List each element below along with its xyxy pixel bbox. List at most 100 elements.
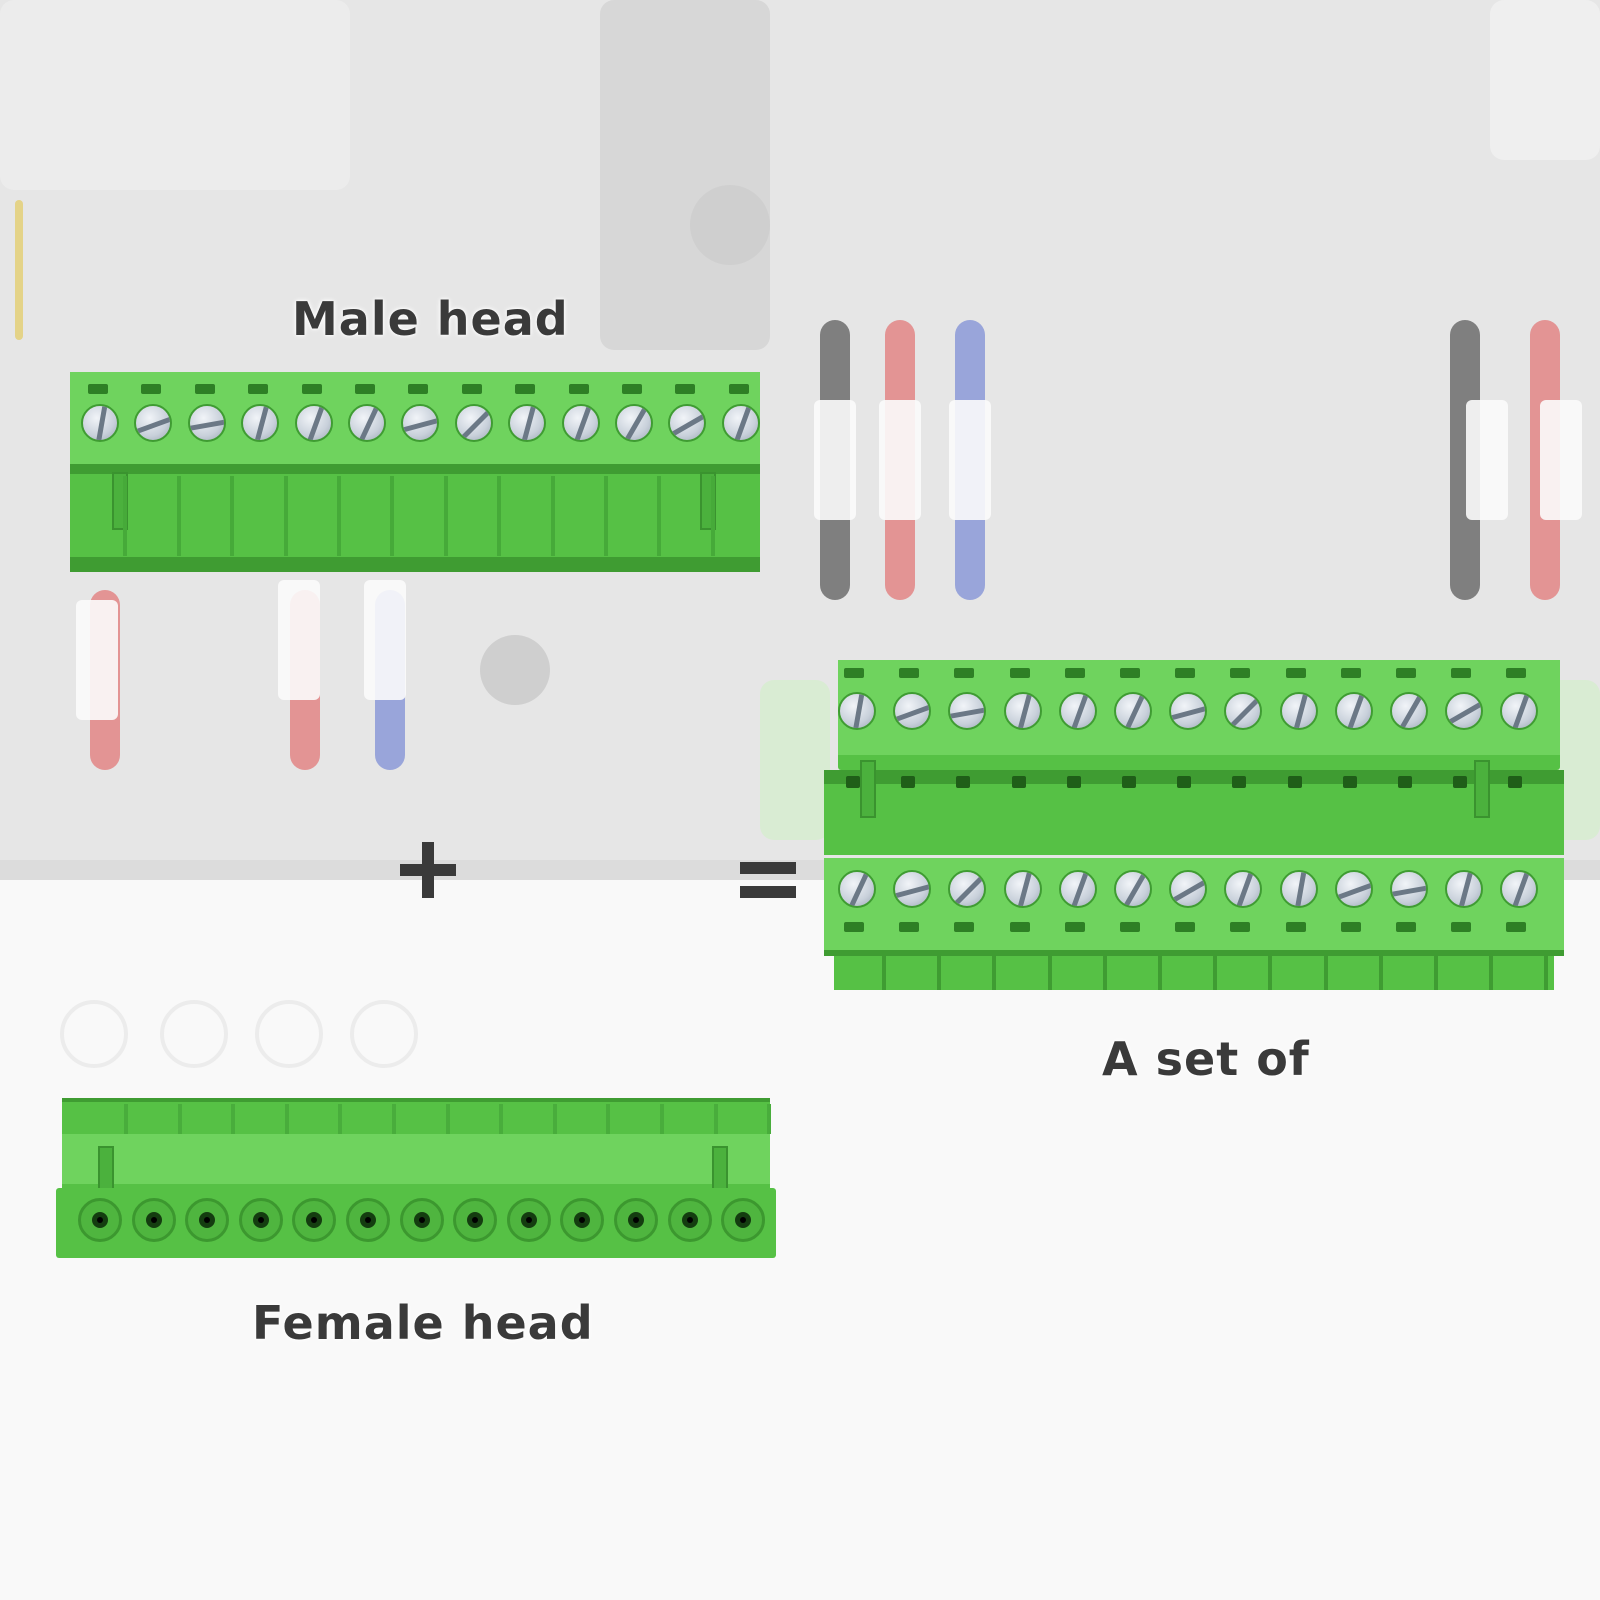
- terminal-slot: [1122, 776, 1136, 788]
- terminal-notch: [1120, 668, 1140, 678]
- terminal-rib: [497, 476, 502, 556]
- terminal-notch: [194, 384, 215, 394]
- terminal-ridge: [445, 1104, 450, 1134]
- screw-icon: [401, 404, 440, 442]
- terminal-notch: [1506, 922, 1527, 932]
- screw-icon: [1445, 870, 1484, 908]
- terminal-rib: [230, 476, 235, 556]
- screw-icon: [838, 870, 876, 908]
- terminal-rib: [1268, 956, 1273, 990]
- screw-icon: [81, 404, 119, 442]
- background-wire-sleeve: [949, 400, 991, 520]
- terminal-slot: [1066, 776, 1081, 788]
- terminal-rib: [1102, 956, 1107, 990]
- screw-icon: [561, 404, 600, 442]
- screw-icon: [1500, 692, 1539, 730]
- terminal-notch: [899, 922, 920, 932]
- male-head-label: Male head: [292, 292, 569, 346]
- terminal-ridge: [552, 1104, 557, 1134]
- terminal-notch: [248, 384, 269, 394]
- terminal-notch: [1285, 668, 1306, 678]
- terminal-slot: [846, 776, 860, 788]
- terminal-rib: [1323, 956, 1328, 990]
- female-head-terminal-block: [56, 1098, 776, 1260]
- screw-icon: [508, 404, 547, 442]
- assembled-terminal-set: [824, 660, 1564, 990]
- terminal-rib: [604, 476, 608, 556]
- screw-icon: [1334, 870, 1373, 908]
- terminal-notch: [355, 384, 375, 394]
- terminal-notch: [88, 384, 108, 394]
- terminal-rib: [390, 476, 395, 556]
- terminal-rib: [1213, 956, 1218, 990]
- background-screw: [255, 1000, 323, 1068]
- background-wire-sleeve: [364, 580, 406, 700]
- terminal-rib: [710, 476, 715, 556]
- screw-icon: [187, 404, 226, 442]
- screw-icon: [893, 692, 932, 730]
- socket-hole-icon: [238, 1198, 283, 1242]
- terminal-notch: [844, 922, 864, 932]
- screw-icon: [948, 692, 987, 730]
- screw-icon: [1058, 870, 1097, 908]
- terminal-notch: [408, 384, 429, 394]
- screw-icon: [1114, 692, 1152, 730]
- socket-hole-icon: [667, 1198, 712, 1242]
- screw-icon: [1390, 692, 1428, 730]
- terminal-rib: [882, 956, 886, 990]
- terminal-notch: [1451, 668, 1472, 678]
- socket-hole-icon: [721, 1198, 766, 1242]
- terminal-rib: [550, 476, 555, 556]
- background-wire-sleeve: [814, 400, 856, 520]
- background-hole: [690, 185, 770, 265]
- background-wire-sleeve: [879, 400, 921, 520]
- screw-icon: [1224, 692, 1263, 730]
- screw-icon: [1003, 692, 1042, 730]
- terminal-ridge: [284, 1104, 289, 1134]
- screw-icon: [615, 404, 653, 442]
- latch: [712, 1146, 728, 1190]
- background-screw: [350, 1000, 418, 1068]
- terminal-slot: [1398, 776, 1412, 788]
- terminal-notch: [1451, 922, 1472, 932]
- terminal-notch: [954, 922, 975, 932]
- screw-icon: [241, 404, 280, 442]
- terminal-notch: [844, 668, 864, 678]
- terminal-ridge: [231, 1104, 236, 1134]
- background-wire-sleeve: [278, 580, 320, 700]
- socket-hole-icon: [185, 1198, 230, 1242]
- socket-hole-icon: [292, 1198, 337, 1242]
- plus-sign: [400, 840, 460, 900]
- background-relay: [0, 0, 350, 190]
- background-wire-sleeve: [1540, 400, 1582, 520]
- screw-icon: [1334, 692, 1373, 730]
- terminal-slot: [1508, 776, 1523, 788]
- terminal-ridge: [338, 1104, 343, 1134]
- terminal-notch: [899, 668, 920, 678]
- screw-icon: [1058, 692, 1097, 730]
- screw-icon: [1169, 692, 1208, 730]
- terminal-notch: [1340, 922, 1361, 932]
- terminal-ridge: [606, 1104, 611, 1134]
- socket-hole-icon: [346, 1198, 390, 1242]
- terminal-slot: [901, 776, 916, 788]
- background-wire-sleeve: [1466, 400, 1508, 520]
- screw-icon: [1224, 870, 1263, 908]
- set-label: A set of: [1102, 1032, 1310, 1086]
- screw-icon: [838, 692, 876, 730]
- background-right-bracket: [1490, 0, 1600, 160]
- terminal-rib: [1434, 956, 1438, 990]
- terminal-notch: [1230, 668, 1251, 678]
- screw-icon: [348, 404, 386, 442]
- background-module: [760, 680, 830, 840]
- terminal-rib: [176, 476, 181, 556]
- terminal-rib: [937, 956, 942, 990]
- terminal-notch: [728, 384, 749, 394]
- background-bracket: [600, 0, 770, 350]
- screw-icon: [1114, 870, 1152, 908]
- terminal-slot: [956, 776, 971, 788]
- terminal-slot: [1177, 776, 1192, 788]
- terminal-notch: [675, 384, 696, 394]
- screw-icon: [668, 404, 707, 442]
